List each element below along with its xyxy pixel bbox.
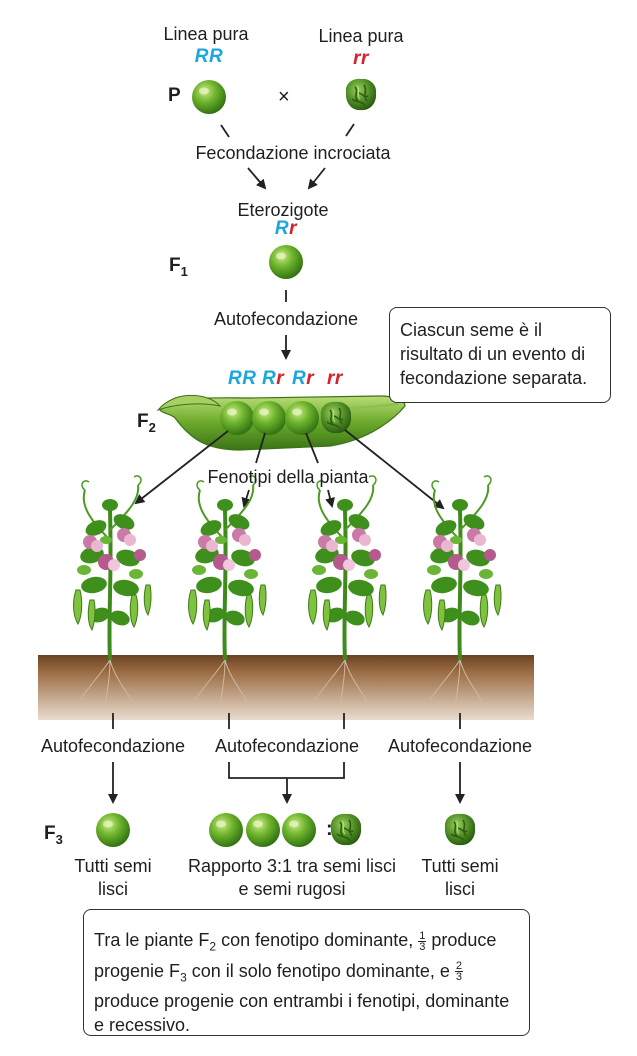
f3-left-result: Tutti semi lisci	[74, 856, 152, 899]
f3-mid-pea-2	[246, 813, 280, 847]
f2-pea-Rr-1	[252, 401, 286, 435]
f3-generation-label: F3	[44, 823, 63, 847]
plant-2	[186, 473, 269, 662]
left-parent-label: Linea pura	[163, 24, 249, 44]
f2-generation-label: F2	[137, 411, 156, 435]
f1-pea	[269, 245, 303, 279]
f2-pea-Rr-2	[285, 401, 319, 435]
f3-left-pea	[96, 813, 130, 847]
f2-genotype-4: rr	[327, 368, 343, 389]
f2-genotype-3: Rr	[292, 368, 315, 389]
f2-pea-rr	[320, 401, 352, 434]
f3-mid-wrinkled-pea	[330, 813, 362, 846]
f2-genotype-2: Rr	[262, 368, 285, 389]
f3-middle-result: Rapporto 3:1 tra semi lisci e semi rugos…	[187, 856, 397, 899]
f1-generation-label: F1	[169, 255, 188, 279]
cross-fertilization-label: Fecondazione incrociata	[195, 143, 391, 163]
p-generation-label: P	[168, 85, 181, 106]
f3-right-pea	[444, 813, 476, 846]
right-parent-genotype: rr	[353, 48, 369, 69]
right-parent-label: Linea pura	[318, 26, 404, 46]
f3-mid-pea-3	[282, 813, 316, 847]
ratio-colon: :	[326, 818, 333, 840]
note-box: Ciascun seme è il risultato di un evento…	[389, 307, 611, 403]
self-fertilization-middle: Autofecondazione	[214, 736, 360, 756]
f3-mid-pea-1	[209, 813, 243, 847]
summary-box: Tra le piante F2 con fenotipo dominante,…	[83, 909, 530, 1036]
plant-1	[71, 473, 154, 662]
plant-4	[421, 473, 504, 662]
f2-genotype-1: RR	[228, 368, 257, 389]
soil	[38, 655, 534, 720]
left-parent-genotype: RR	[194, 46, 224, 67]
parent-wrinkled-pea	[345, 78, 377, 111]
phenotypes-label: Fenotipi della pianta	[207, 467, 369, 487]
f1-genotype: Rr	[274, 218, 298, 239]
f2-pea-RR	[220, 401, 254, 435]
parent-smooth-pea	[192, 80, 226, 114]
plant-3	[306, 473, 389, 662]
f1-self-fertilization-label: Autofecondazione	[213, 309, 359, 329]
cross-symbol: ×	[278, 86, 290, 108]
f3-right-result: Tutti semi lisci	[421, 856, 499, 899]
heterozygote-label: Eterozigote	[237, 200, 329, 220]
self-fertilization-left: Autofecondazione	[40, 736, 186, 756]
self-fertilization-right: Autofecondazione	[387, 736, 533, 756]
